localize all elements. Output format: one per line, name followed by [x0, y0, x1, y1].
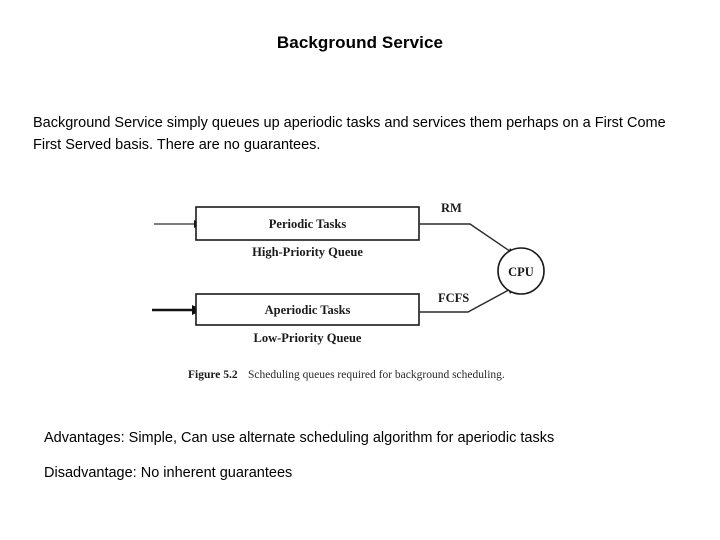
body-paragraph: Background Service simply queues up aper… — [33, 115, 666, 153]
figure-caption-text: Scheduling queues required for backgroun… — [248, 369, 505, 381]
algorithm-label-rm: RM — [441, 201, 462, 215]
cpu-node — [497, 247, 545, 295]
advantages-line: Advantages: Simple, Can use alternate sc… — [44, 430, 555, 446]
page-title: Background Service — [276, 33, 444, 52]
cpu-node-label: CPU — [508, 265, 534, 279]
queue-label-high-priority: High-Priority Queue — [252, 245, 363, 259]
box-aperiodic-tasks — [195, 293, 420, 326]
queue-label-low-priority: Low-Priority Queue — [254, 331, 362, 345]
figure-scheduling-queues: Periodic Tasks High-Priority Queue RM Ap… — [150, 190, 570, 390]
disadvantage-line: Disadvantage: No inherent guarantees — [44, 465, 293, 481]
box-aperiodic-tasks-label: Aperiodic Tasks — [265, 303, 351, 317]
box-periodic-tasks-label: Periodic Tasks — [269, 217, 347, 231]
figure-caption-number: Figure 5.2 — [188, 369, 238, 381]
algorithm-label-fcfs: FCFS — [438, 291, 469, 305]
